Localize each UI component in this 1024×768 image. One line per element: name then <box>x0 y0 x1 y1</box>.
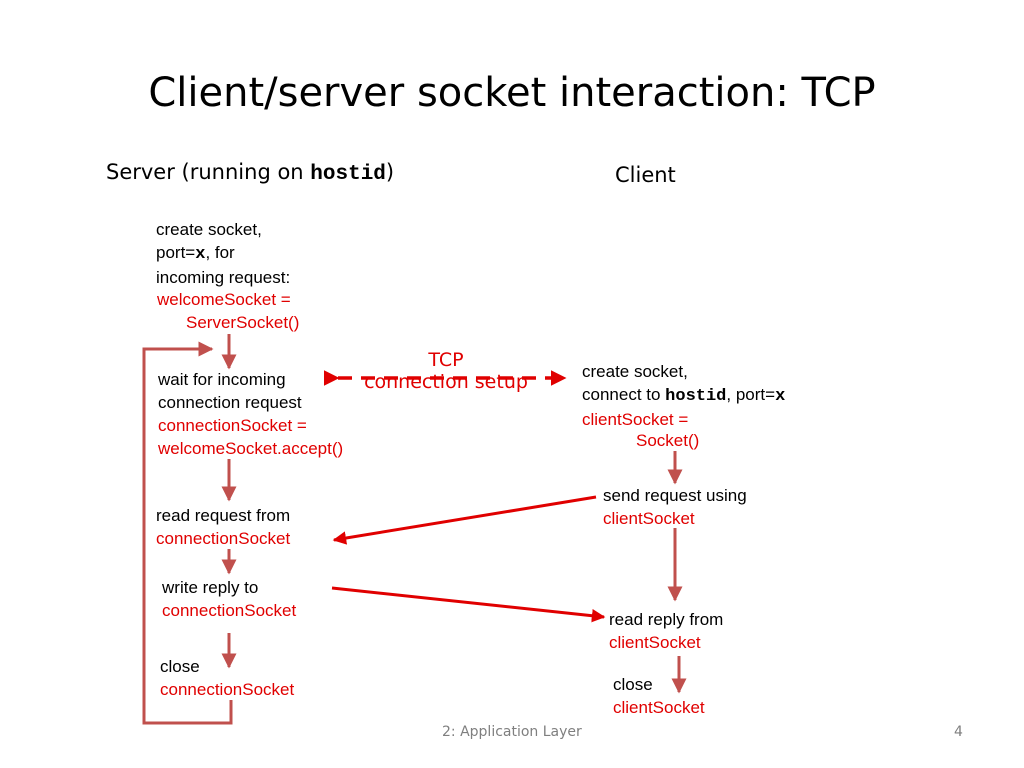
server-read-code: connectionSocket <box>156 529 291 548</box>
server-header-suffix: ) <box>385 160 395 184</box>
client-send-step: send request using clientSocket <box>603 484 747 530</box>
server-create-line1: create socket, <box>156 220 262 239</box>
server-create-line2: port=x, for <box>156 241 290 266</box>
server-create-for: , for <box>205 243 235 262</box>
client-create-line2: connect to hostid, port=x <box>582 383 785 408</box>
server-create-line3: incoming request: <box>156 268 291 287</box>
server-create-code1: welcomeSocket = <box>157 290 291 309</box>
server-write-code: connectionSocket <box>162 601 297 620</box>
slide-title: Client/server socket interaction: TCP <box>148 70 876 116</box>
tcp-label-line1: TCP <box>428 349 464 371</box>
client-read-line1: read reply from <box>609 610 724 629</box>
server-header: Server (running on hostid) <box>106 160 394 186</box>
client-connect-label: connect to <box>582 385 666 404</box>
client-close-step: close clientSocket <box>613 673 705 719</box>
server-write-step: write reply to connectionSocket <box>162 576 296 622</box>
server-create-step: create socket, port=x, for incoming requ… <box>156 218 290 289</box>
request-arrow-client-to-server <box>332 495 597 545</box>
server-wait-line2: connection request <box>158 393 302 412</box>
server-wait-step: wait for incoming connection request con… <box>158 368 343 460</box>
client-connect-port-label: , port= <box>726 385 776 404</box>
client-header: Client <box>615 163 676 187</box>
server-create-code2: ServerSocket() <box>186 313 300 332</box>
client-read-step: read reply from clientSocket <box>609 608 723 654</box>
client-read-code: clientSocket <box>609 633 701 652</box>
client-create-line1: create socket, <box>582 362 688 381</box>
client-connect-port-value: x <box>775 387 786 406</box>
server-close-step: close connectionSocket <box>160 655 294 701</box>
server-wait-code2: welcomeSocket.accept() <box>158 439 344 458</box>
server-close-code: connectionSocket <box>160 680 295 699</box>
server-loop-back-arrow <box>142 341 233 725</box>
server-header-hostid: hostid <box>310 163 386 186</box>
footer-page-number: 4 <box>954 724 963 740</box>
footer-chapter: 2: Application Layer <box>442 724 582 740</box>
client-close-line1: close <box>613 675 653 694</box>
server-create-port-value: x <box>195 245 206 264</box>
client-create-step: create socket, connect to hostid, port=x… <box>582 360 785 431</box>
server-close-line1: close <box>160 657 200 676</box>
client-close-code: clientSocket <box>613 698 705 717</box>
server-read-step: read request from connectionSocket <box>156 504 290 550</box>
server-read-line1: read request from <box>156 506 291 525</box>
reply-arrow-server-to-client <box>331 586 606 623</box>
server-write-line1: write reply to <box>162 578 259 597</box>
client-connect-hostid: hostid <box>665 387 727 406</box>
server-create-port-label: port= <box>156 243 196 262</box>
client-create-code2: Socket() <box>636 431 700 450</box>
server-header-prefix: Server (running on <box>106 160 311 184</box>
client-create-code1: clientSocket = <box>582 410 689 429</box>
client-send-code: clientSocket <box>603 509 695 528</box>
client-send-line1: send request using <box>603 486 747 505</box>
server-wait-line1: wait for incoming <box>158 370 286 389</box>
server-wait-code1: connectionSocket = <box>158 416 307 435</box>
